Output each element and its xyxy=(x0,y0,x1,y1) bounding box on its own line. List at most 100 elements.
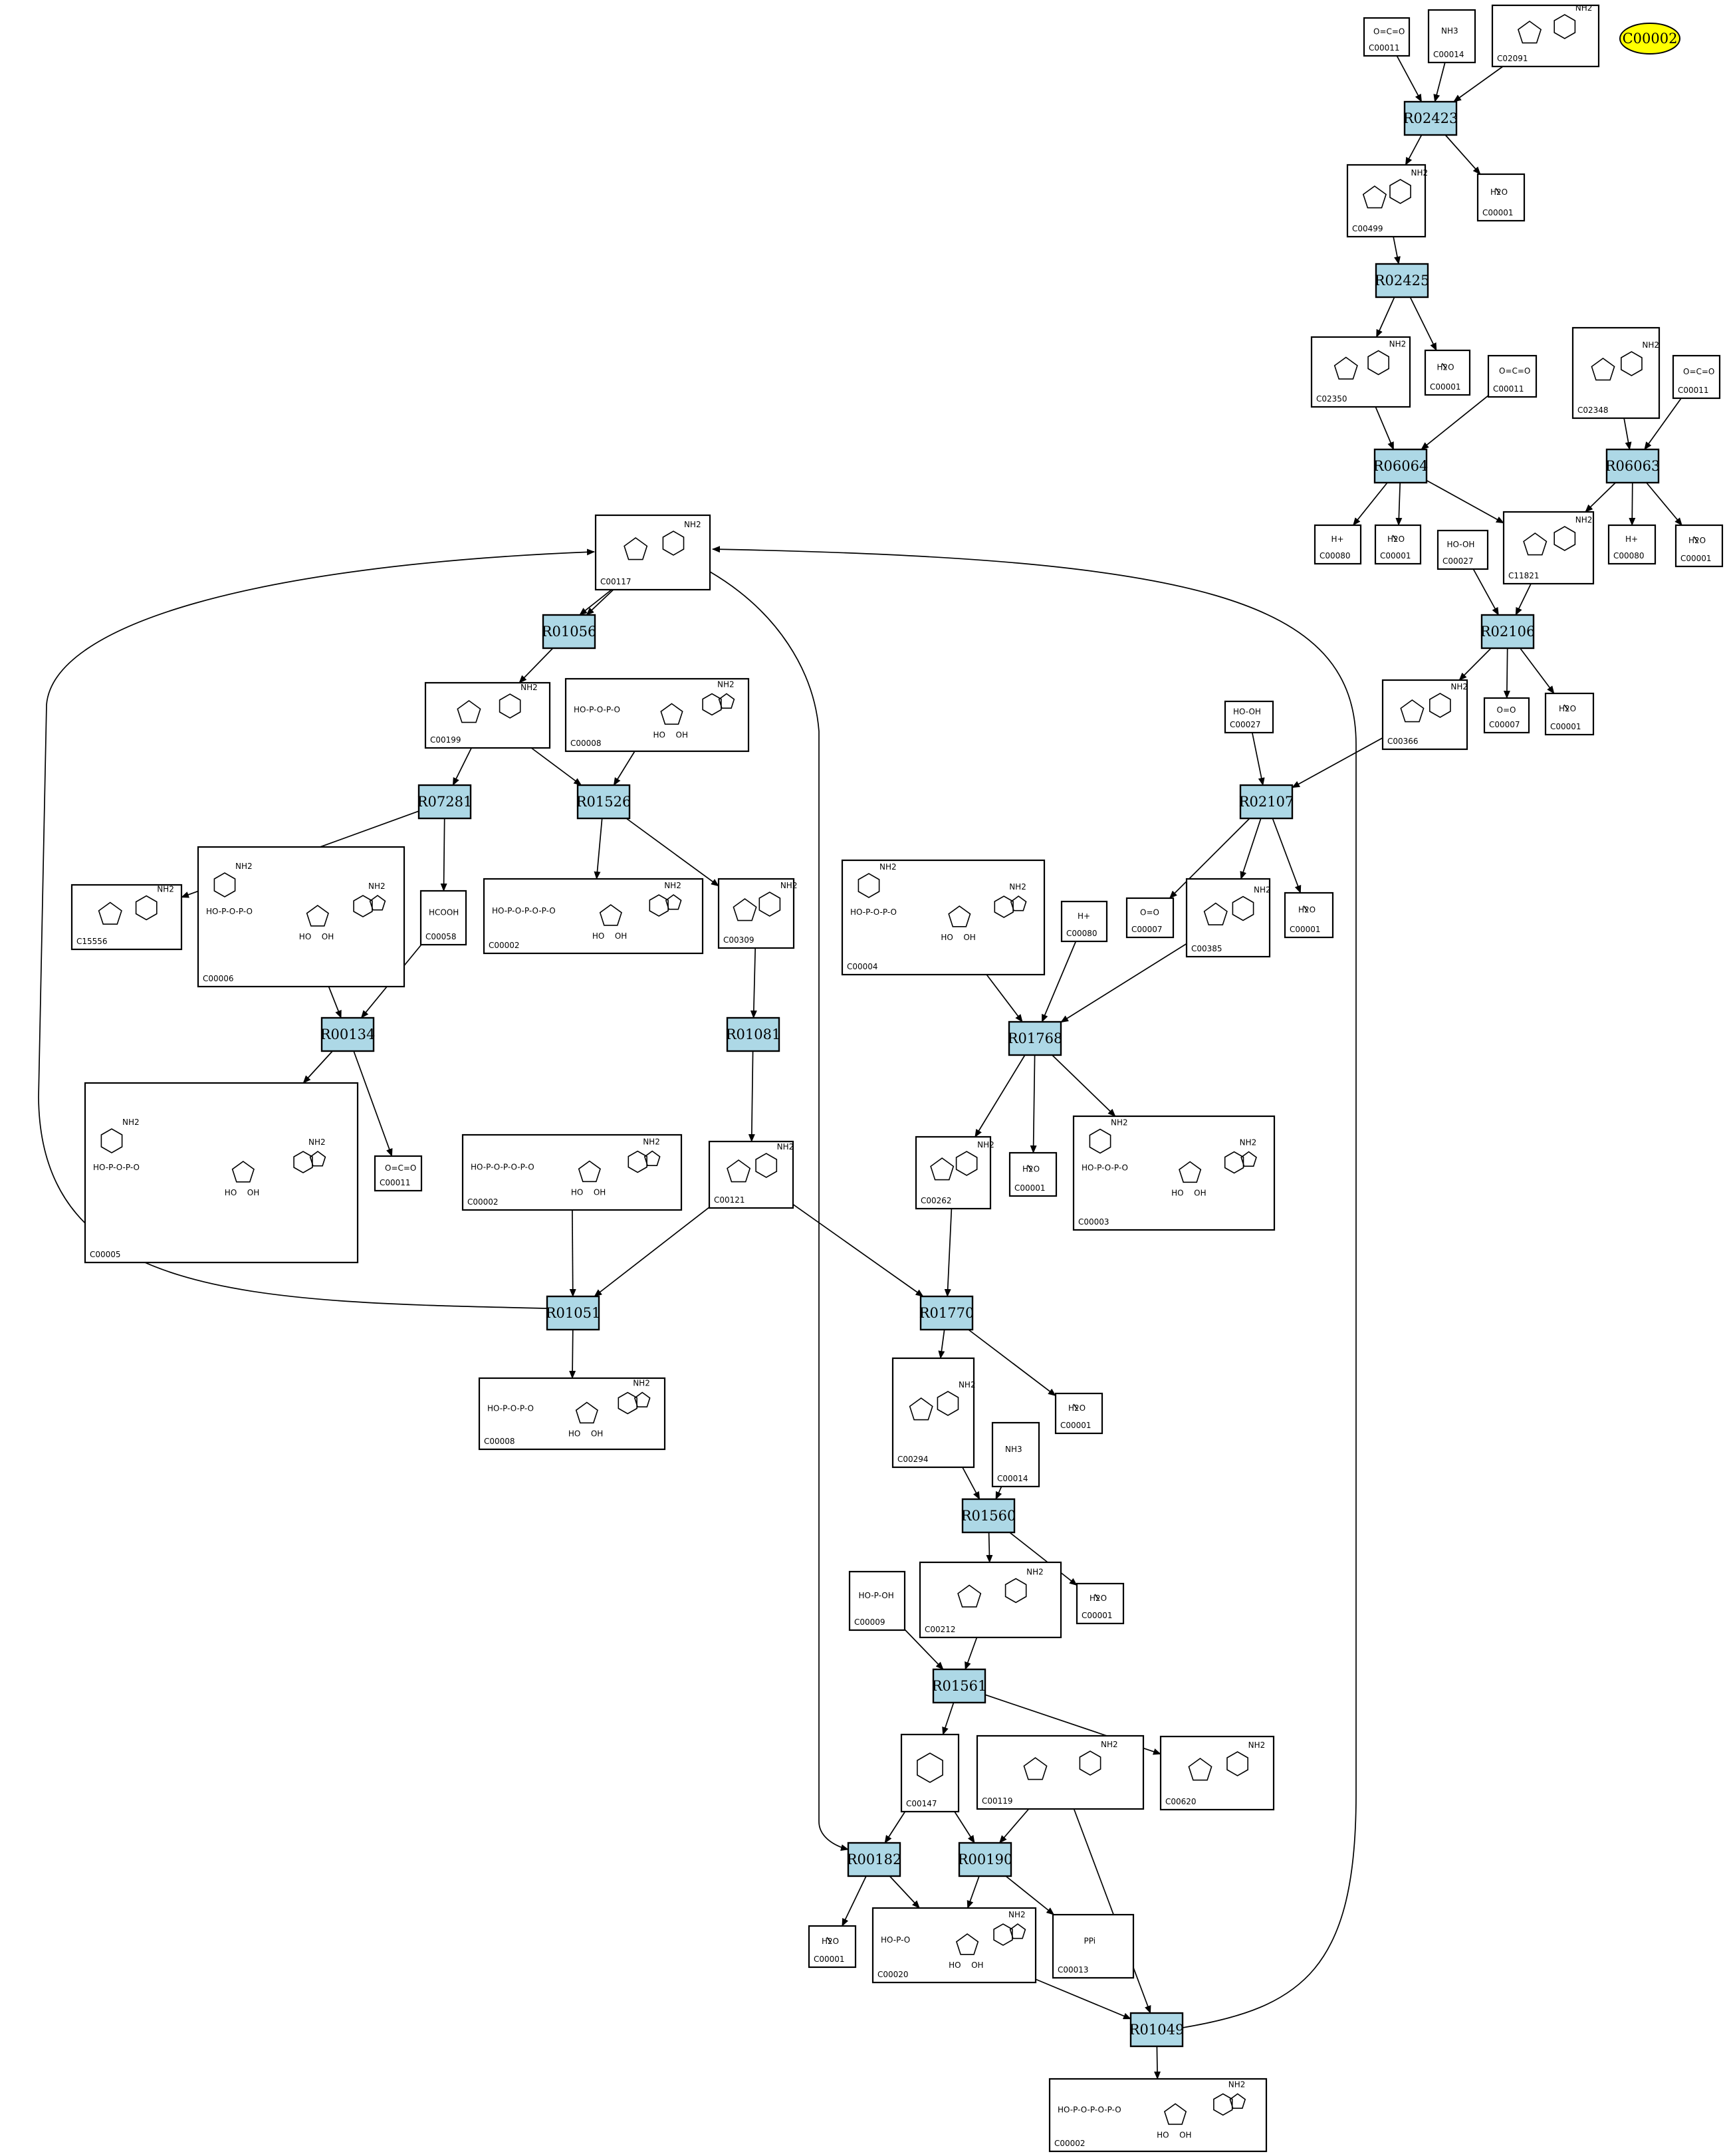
reaction-R01056[interactable]: R01056 xyxy=(542,614,597,650)
compound-C00147-c48[interactable]: C00147 xyxy=(900,1733,960,1813)
compound-box xyxy=(1060,900,1108,943)
compound-box xyxy=(483,878,704,955)
compound-box xyxy=(461,1134,683,1211)
reaction-R01051[interactable]: R01051 xyxy=(546,1295,601,1331)
compound-label: C00080 xyxy=(1320,551,1351,560)
edge-R01560-c47 xyxy=(1009,1532,1078,1586)
reaction-R00134[interactable]: R00134 xyxy=(320,1017,376,1052)
compound-C00080-c15[interactable]: H+C00080 xyxy=(1607,524,1657,565)
compound-label: C00002 xyxy=(467,1197,499,1207)
edge-R06063-c13 xyxy=(1585,482,1616,513)
reaction-R02423[interactable]: R02423 xyxy=(1403,100,1458,136)
compound-C00080-c11[interactable]: H+ C00080 xyxy=(1314,524,1362,565)
reaction-box xyxy=(1605,448,1660,484)
reaction-R06064[interactable]: R06064 xyxy=(1373,448,1429,484)
reaction-R06063[interactable]: R06063 xyxy=(1605,448,1661,484)
compound-box xyxy=(1544,692,1595,736)
reaction-label: R00182 xyxy=(847,1852,902,1867)
compound-label: C00199 xyxy=(430,735,461,745)
compound-label: C00119 xyxy=(982,1796,1013,1806)
compound-box xyxy=(717,878,795,949)
edges-layer xyxy=(38,55,1682,2080)
reaction-R01561[interactable]: R01561 xyxy=(932,1668,987,1704)
reaction-R00190[interactable]: R00190 xyxy=(958,1842,1013,1877)
reaction-R01526[interactable]: R01526 xyxy=(576,784,632,820)
svg-text:NH2: NH2 xyxy=(308,1138,326,1147)
reaction-R00182[interactable]: R00182 xyxy=(847,1842,902,1877)
reaction-R01081[interactable]: R01081 xyxy=(726,1017,781,1052)
reaction-R01049[interactable]: R01049 xyxy=(1129,2012,1185,2048)
structure-icon: H+ xyxy=(1078,911,1090,921)
reaction-R01560[interactable]: R01560 xyxy=(961,1498,1016,1534)
reaction-R01768[interactable]: R01768 xyxy=(1008,1020,1063,1056)
edge-R00134-c34 xyxy=(302,1050,333,1084)
reaction-R01770[interactable]: R01770 xyxy=(919,1295,975,1331)
structure-icon: H+ xyxy=(1331,535,1344,544)
structure-icon: H2O xyxy=(1387,535,1405,544)
compound-C00080-c30[interactable]: H+C00080 xyxy=(1060,900,1108,943)
highlight-compound[interactable]: C00002 xyxy=(1619,23,1680,55)
reaction-R02425[interactable]: R02425 xyxy=(1375,263,1430,299)
reaction-R02106[interactable]: R02106 xyxy=(1480,614,1536,650)
edge-c49-R01049 xyxy=(1073,1808,1151,2014)
svg-text:NH2: NH2 xyxy=(977,1140,994,1149)
compound-box xyxy=(1284,892,1334,939)
reaction-R02107[interactable]: R02107 xyxy=(1239,784,1294,820)
reaction-R07281[interactable]: R07281 xyxy=(417,784,473,820)
structure-icon: H2O xyxy=(822,1937,839,1946)
compound-label: C00027 xyxy=(1442,556,1474,566)
edge-c42-R01560 xyxy=(962,1467,980,1500)
